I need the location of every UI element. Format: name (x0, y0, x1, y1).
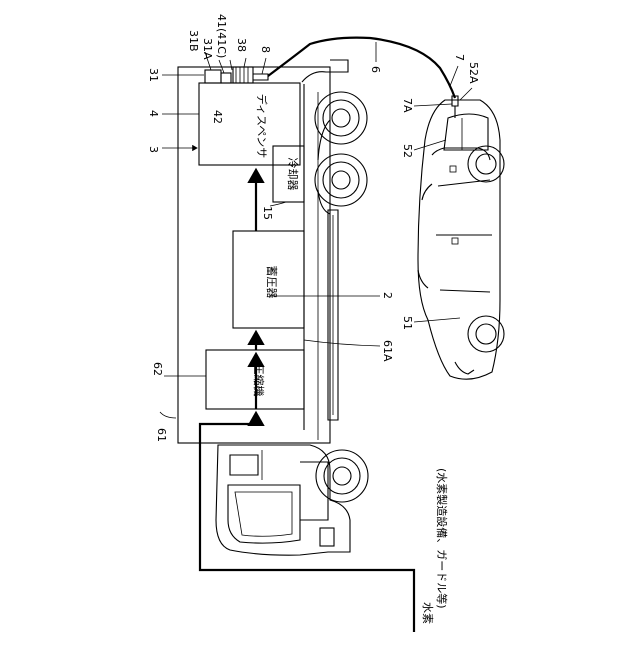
truck-rear-wheel-1 (315, 92, 367, 144)
accumulator-label: 蓄圧器 (265, 266, 278, 299)
source-label-1: 水素 (421, 602, 434, 624)
ref-38: 38 (235, 38, 248, 52)
fuel-lid (444, 114, 488, 150)
ref-31B: 31B (187, 30, 200, 52)
dispenser-label: ディスペンサ (255, 94, 269, 158)
ref-3: 3 (147, 146, 160, 153)
ref-4: 4 (147, 110, 160, 117)
ref-52A: 52A (467, 62, 480, 84)
ref-7: 7 (453, 54, 466, 61)
truck-rear-wheel-2 (315, 154, 367, 206)
source-label-2: (水素製造設備、ガードル等) (435, 468, 449, 609)
compressor-label: 圧縮機 (252, 364, 266, 397)
ref-7A: 7A (401, 98, 414, 113)
ref-62: 62 (151, 362, 164, 376)
truck-cab (216, 445, 350, 555)
ref-8: 8 (259, 46, 272, 53)
ref-2: 2 (381, 292, 394, 299)
truck-front-wheel (316, 450, 368, 502)
fitting-31B (205, 70, 221, 83)
ref-42: 42 (211, 110, 224, 124)
hose (268, 38, 455, 98)
fitting-8 (253, 74, 268, 80)
ref-15: 15 (261, 206, 274, 220)
ref-31: 31 (147, 68, 160, 82)
fitting-31A (221, 73, 231, 83)
vehicle (418, 96, 504, 379)
ref-6: 6 (369, 66, 382, 73)
cooler-label: 冷却器 (286, 158, 299, 191)
ref-52: 52 (401, 144, 414, 158)
dispenser-box (199, 83, 300, 165)
ref-61A: 61A (381, 340, 394, 362)
truck (178, 60, 368, 555)
flow-path (200, 170, 414, 632)
ref-41-41C: 41(41C) (215, 14, 228, 58)
ref-51: 51 (401, 316, 414, 330)
reference-labels: 61 62 61A 2 15 3 4 42 31 31B 31A 41(41C) (147, 14, 480, 442)
ref-31A: 31A (201, 38, 214, 60)
ref-61: 61 (155, 428, 168, 442)
